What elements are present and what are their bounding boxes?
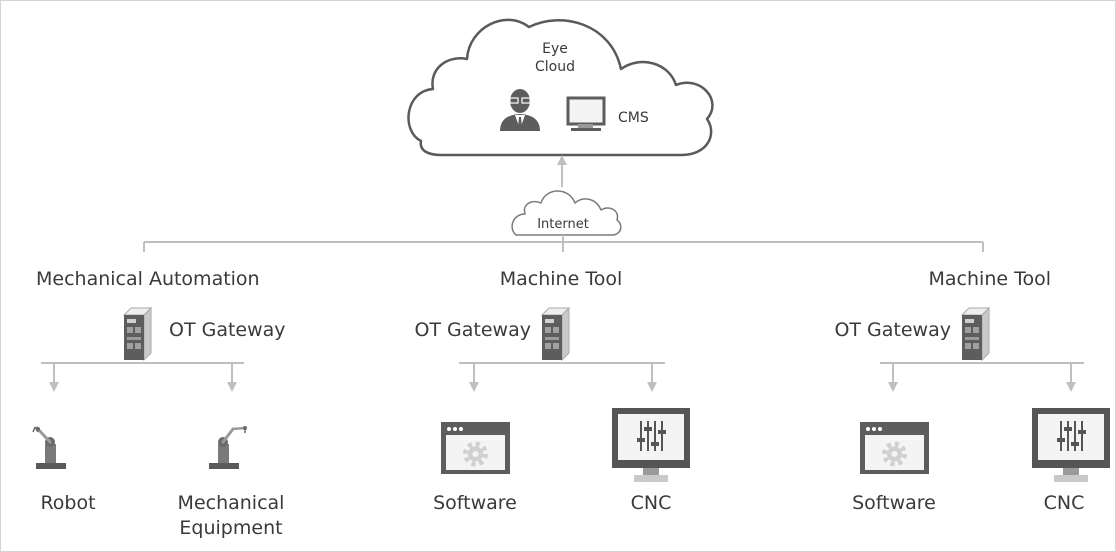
- group-title-machine-tool: Machine Tool: [499, 268, 623, 290]
- ot-gateway-icon: [541, 307, 570, 361]
- device-label-cnc: CNC: [630, 492, 672, 514]
- device-label-robot: Robot: [40, 492, 96, 514]
- software-window-icon: [860, 422, 929, 474]
- device-label-mechanical-equipment: Equipment: [179, 517, 283, 539]
- robot-arm-icon: [31, 425, 68, 471]
- group-title-mechanical-automation: Mechanical Automation: [36, 268, 260, 290]
- admin-user-icon: [500, 89, 540, 131]
- cloud-title-line1: Eye: [542, 41, 568, 57]
- robot-arm-icon: [207, 424, 249, 471]
- ot-gateway-label: OT Gateway: [414, 319, 531, 341]
- cloud-title-line2: Cloud: [535, 59, 575, 75]
- cms-monitor-icon: [566, 96, 606, 131]
- group-title-machine-tool: Machine Tool: [928, 268, 1051, 290]
- eye-cloud-shape: [407, 18, 714, 157]
- device-arrows: [49, 363, 1076, 392]
- ot-gateway-icon: [123, 307, 152, 361]
- device-label-software: Software: [852, 492, 936, 514]
- internet-label: Internet: [537, 217, 589, 232]
- network-bus-lines: [143, 235, 984, 252]
- device-label-software: Software: [433, 492, 517, 514]
- internet-cloud-shape: [511, 190, 622, 236]
- ot-gateway-label: OT Gateway: [834, 319, 951, 341]
- cms-label: CMS: [618, 110, 649, 126]
- device-label-mechanical-equipment: Mechanical: [177, 492, 285, 514]
- cnc-monitor-icon: [611, 407, 691, 483]
- device-label-cnc: CNC: [1043, 492, 1085, 514]
- software-window-icon: [441, 422, 510, 474]
- ot-gateway-icon: [961, 307, 990, 361]
- ot-gateway-label: OT Gateway: [169, 319, 286, 341]
- cnc-monitor-icon: [1031, 407, 1111, 483]
